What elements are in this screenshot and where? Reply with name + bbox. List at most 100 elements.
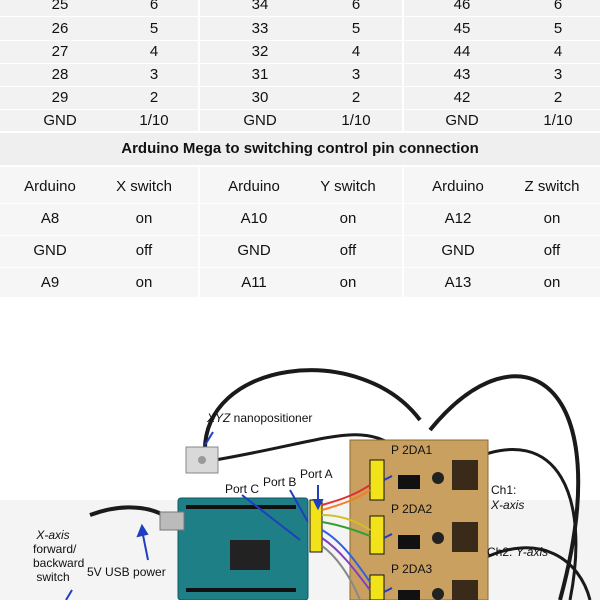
row-divider	[0, 203, 600, 204]
pin-cell: 28	[51, 66, 69, 83]
control-cell: on	[543, 210, 561, 227]
pin-cell: 26	[51, 20, 69, 37]
pin-cell: 1/10	[543, 112, 573, 129]
pin-cell: 6	[149, 0, 159, 13]
control-cell: off	[543, 242, 561, 259]
hardware-photo: XYZ nanopositioner Port C Port B Port A …	[0, 300, 600, 600]
pin-cell: 43	[453, 66, 471, 83]
column-header: Arduino	[228, 178, 280, 195]
pin-cell: 2	[351, 89, 361, 106]
connector	[369, 515, 385, 555]
port-c-label: Port C	[225, 482, 260, 496]
pin-cell: 3	[553, 66, 563, 83]
control-cell: A11	[241, 274, 267, 291]
cable	[469, 447, 578, 600]
pin-cell: 2	[149, 89, 159, 106]
control-table: Arduino X switch Arduino Y switch Arduin…	[0, 167, 600, 297]
control-cell: on	[135, 210, 153, 227]
table-separator	[198, 167, 200, 297]
cable	[428, 374, 581, 600]
pin-cell: 5	[351, 20, 361, 37]
ch1-label: Ch1:	[491, 483, 517, 497]
pin-cell: 25	[51, 0, 69, 13]
table-separator	[402, 167, 404, 297]
ch2-label: Ch2: Y-axis	[487, 545, 549, 559]
control-cell: A13	[444, 274, 472, 291]
control-cell: on	[135, 274, 153, 291]
x-switch-label: X-axis forward/ backward switch	[33, 528, 85, 584]
table-row: 27 4 32 4 44 4	[0, 40, 600, 63]
column-header: Arduino	[432, 178, 484, 195]
pin-cell: 33	[251, 20, 269, 37]
pin-cell: 3	[351, 66, 361, 83]
row-divider	[0, 40, 600, 41]
pin-cell: 34	[251, 0, 269, 13]
board-1-label: P 2DA1	[391, 443, 433, 457]
control-cell: A12	[444, 210, 472, 227]
hardware-illustration	[0, 300, 600, 600]
callout-arrows	[65, 431, 393, 600]
usb-power-label: 5V USB power	[87, 565, 166, 579]
pin-cell: 32	[251, 43, 269, 60]
column-header: X switch	[116, 178, 172, 195]
pin-cell: 45	[453, 20, 471, 37]
row-divider	[0, 16, 600, 17]
pin-cell: 5	[149, 20, 159, 37]
control-cell: A10	[240, 210, 268, 227]
pin-cell: 46	[453, 0, 471, 13]
table-title: Arduino Mega to switching control pin co…	[0, 133, 600, 165]
row-divider	[0, 235, 600, 236]
control-cell: GND	[441, 242, 475, 259]
heatsink	[452, 460, 478, 490]
pin-cell: 29	[51, 89, 69, 106]
table-row: GND 1/10 GND 1/10 GND 1/10	[0, 109, 600, 132]
control-cell: GND	[237, 242, 271, 259]
row-divider	[0, 63, 600, 64]
table-row: 28 3 31 3 43 3	[0, 63, 600, 86]
table-row: 25 6 34 6 46 6	[0, 0, 600, 16]
column-header: Y switch	[320, 178, 376, 195]
column-header: Arduino	[24, 178, 76, 195]
table-row: 26 5 33 5 45 5	[0, 17, 600, 40]
pin-cell: 1/10	[341, 112, 371, 129]
cable	[202, 368, 422, 456]
control-cell: off	[339, 242, 357, 259]
pin-table: 25 6 34 6 46 6 26 5 33 5 45 5 27 4 32 4 …	[0, 0, 600, 131]
control-cell: on	[339, 210, 357, 227]
pin-cell: 6	[553, 0, 563, 13]
pin-cell: 1/10	[139, 112, 169, 129]
table-row: 29 2 30 2 42 2	[0, 86, 600, 109]
pin-cell: 6	[351, 0, 361, 13]
ch1-axis-label: X-axis	[491, 498, 525, 512]
control-cell: off	[135, 242, 153, 259]
pin-cell: 4	[553, 43, 563, 60]
control-cell: on	[339, 274, 357, 291]
nanopositioner-label: XYZ nanopositioner	[207, 411, 313, 425]
usb-port	[159, 511, 185, 531]
pin-cell: 5	[553, 20, 563, 37]
pin-cell: GND	[43, 112, 77, 129]
control-cell: on	[543, 274, 561, 291]
pin-cell: GND	[445, 112, 479, 129]
board-2-label: P 2DA2	[391, 502, 433, 516]
ribbon-wires	[321, 484, 371, 600]
column-header: Z switch	[524, 178, 580, 195]
pin-cell: 42	[453, 89, 471, 106]
pin-cell: GND	[243, 112, 277, 129]
control-cell: A9	[40, 274, 60, 291]
port-connector	[309, 499, 323, 553]
table-separator	[402, 0, 404, 131]
pin-cell: 31	[251, 66, 269, 83]
pin-cell: 27	[51, 43, 69, 60]
port-b-label: Port B	[263, 475, 297, 489]
pin-cell: 3	[149, 66, 159, 83]
pin-cell: 30	[251, 89, 269, 106]
control-cell: A8	[40, 210, 60, 227]
pin-cell: 44	[453, 43, 471, 60]
cable	[479, 546, 592, 600]
port-a-label: Port A	[300, 467, 333, 481]
control-cell: GND	[33, 242, 67, 259]
row-divider	[0, 109, 600, 110]
heatsink	[452, 580, 478, 600]
pin-cell: 4	[351, 43, 361, 60]
